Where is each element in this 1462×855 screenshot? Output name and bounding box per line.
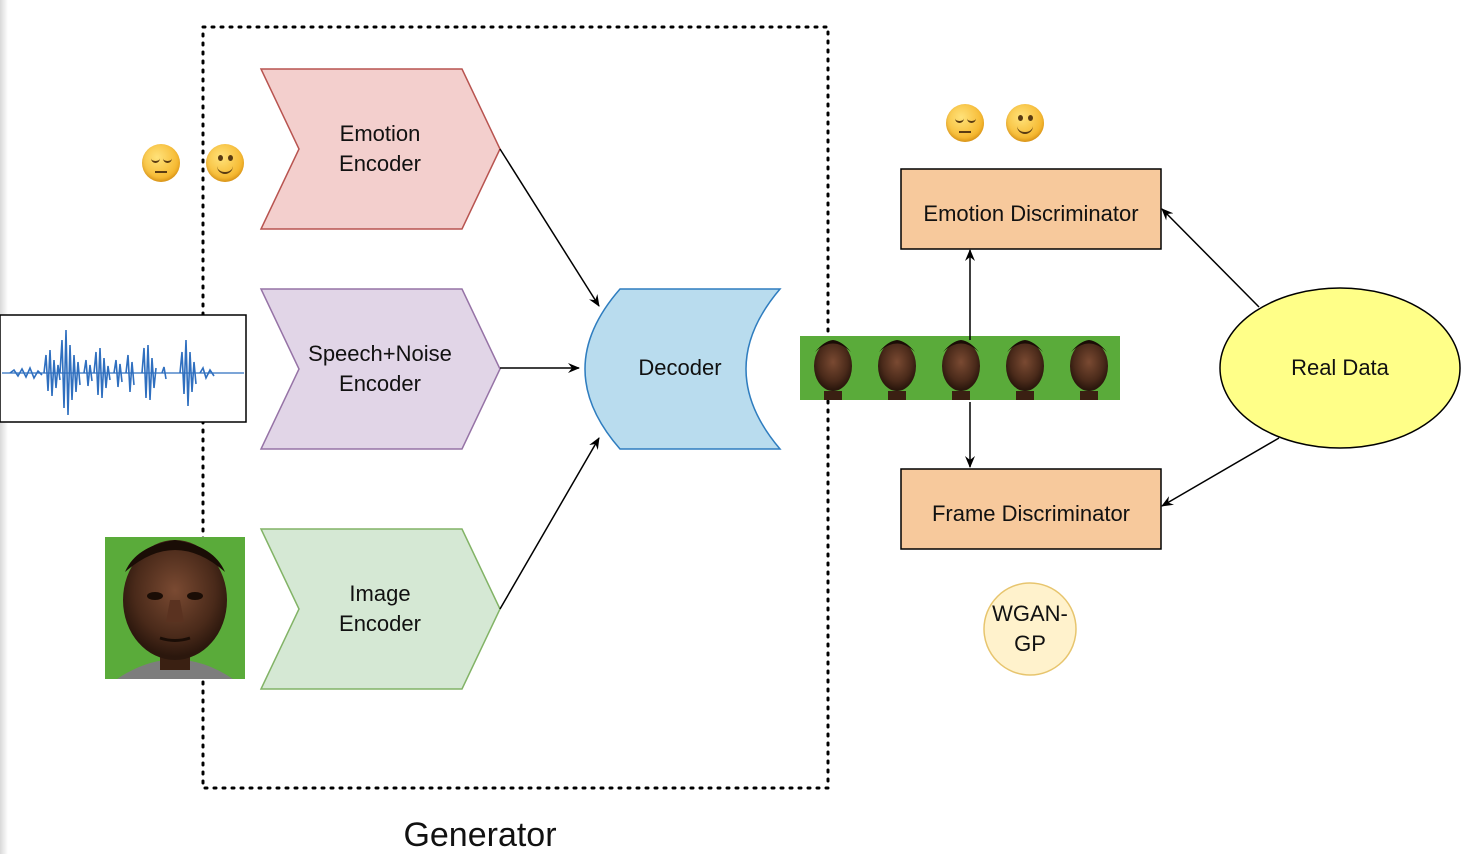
- frame-face-5: [1070, 340, 1108, 400]
- real-data-ellipse: [1219, 287, 1461, 449]
- frame-face-1: [814, 340, 852, 400]
- arrow-real-data-to-frame-discriminator: [1161, 437, 1280, 507]
- emotion-encoder-shape: [259, 68, 501, 230]
- speech-noise-encoder-shape: [259, 288, 501, 450]
- wgan-gp-label: WGAN- GP: [992, 601, 1068, 656]
- audio-waveform-image: [0, 314, 247, 423]
- frame-discriminator-label: Frame Discriminator: [931, 501, 1131, 526]
- pensive-face-emoji: [142, 144, 180, 182]
- decoder-label: Decoder: [638, 355, 722, 380]
- frame-discriminator-box: [900, 468, 1162, 550]
- generator-caption: Generator: [403, 816, 557, 854]
- image-encoder-shape: [259, 528, 501, 690]
- speech-noise-encoder-label: Speech+Noise Encoder: [308, 341, 452, 396]
- emotion-discriminator-box: [900, 168, 1162, 250]
- pensive-face-emoji: [946, 104, 984, 142]
- emotion-discriminator-label: Emotion Discriminator: [923, 201, 1139, 226]
- arrow-emotion-to-decoder: [499, 148, 600, 307]
- frame-face-2: [878, 340, 916, 400]
- wgan-gp-circle: [983, 582, 1077, 676]
- left-edge-shadow: [0, 0, 8, 854]
- real-data-label: Real Data: [1291, 355, 1389, 380]
- image-encoder-label: Image Encoder: [339, 581, 421, 636]
- decoder-shape: [584, 288, 782, 450]
- slightly-smiling-face-emoji: [206, 144, 244, 182]
- arrow-real-data-to-emotion-discriminator: [1161, 208, 1260, 308]
- arrow-image-to-decoder: [499, 437, 600, 610]
- frame-face-4: [1006, 340, 1044, 400]
- generated-frames-strip: [800, 336, 1120, 400]
- slightly-smiling-face-emoji: [1006, 104, 1044, 142]
- emotion-encoder-label: Emotion Encoder: [339, 121, 421, 176]
- face-photo-image: [105, 537, 245, 679]
- frame-face-3: [942, 340, 980, 400]
